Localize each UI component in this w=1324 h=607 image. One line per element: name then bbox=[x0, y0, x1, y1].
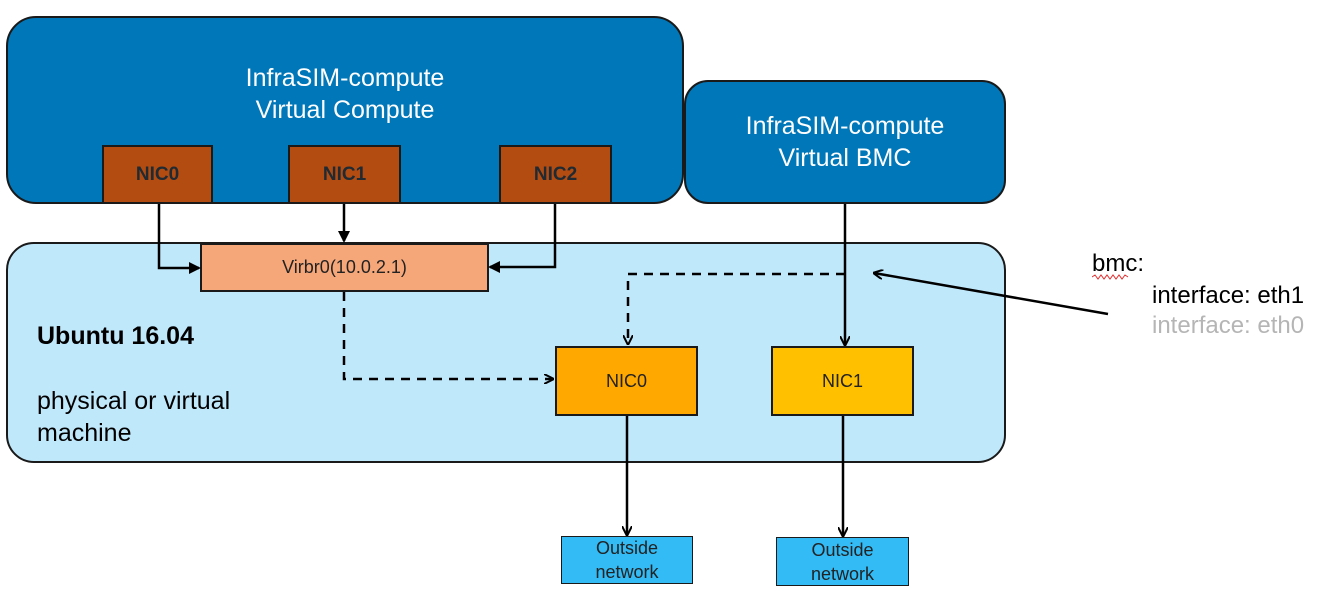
outside-network-left-line1: Outside bbox=[595, 538, 659, 558]
virbr0-bridge: Virbr0(10.0.2.1) bbox=[200, 243, 489, 292]
virtual-bmc-title: InfraSIM-compute Virtual BMC bbox=[684, 110, 1006, 174]
virtual-compute-title-line1: InfraSIM-compute bbox=[245, 64, 445, 92]
virtual-bmc-title-line2: Virtual BMC bbox=[778, 144, 912, 172]
outside-network-right-line1: Outside bbox=[811, 539, 874, 560]
virtual-compute-title: InfraSIM-compute Virtual Compute bbox=[6, 62, 684, 126]
wire-bmc-nic0-alt bbox=[628, 272, 845, 344]
host-type-line2: machine bbox=[37, 419, 132, 447]
host-nic0: NIC0 bbox=[555, 346, 698, 416]
config-inactive-interface: interface: eth0 bbox=[1152, 312, 1305, 339]
host-nic1: NIC1 bbox=[771, 346, 914, 416]
virtual-nic0: NIC0 bbox=[102, 145, 213, 204]
host-type-label: physical or virtual machine bbox=[37, 385, 230, 449]
virtual-bmc-box bbox=[684, 80, 1006, 204]
virtual-compute-title-line2: Virtual Compute bbox=[255, 96, 435, 124]
host-os-label: Ubuntu 16.04 bbox=[37, 322, 194, 350]
config-key: bmc: bbox=[1092, 250, 1145, 277]
outside-network-right-line2: network bbox=[810, 563, 875, 584]
spellcheck-squiggle bbox=[1092, 274, 1129, 280]
outside-network-left-line2: network bbox=[595, 562, 659, 582]
virtual-nic1: NIC1 bbox=[288, 145, 401, 204]
wire-config-pointer bbox=[874, 273, 1109, 316]
wire-vnic0-bridge bbox=[157, 204, 201, 274]
wire-bridge-nic0 bbox=[342, 292, 553, 379]
host-type-line1: physical or virtual bbox=[37, 387, 231, 415]
outside-network-right: Outside network bbox=[776, 537, 909, 586]
virtual-nic2: NIC2 bbox=[499, 145, 612, 204]
wire-vnic2-bridge bbox=[488, 204, 557, 273]
outside-network-left: Outside network bbox=[561, 536, 693, 584]
config-active-interface: interface: eth1 bbox=[1152, 282, 1305, 309]
virtual-bmc-title-line1: InfraSIM-compute bbox=[745, 112, 945, 140]
